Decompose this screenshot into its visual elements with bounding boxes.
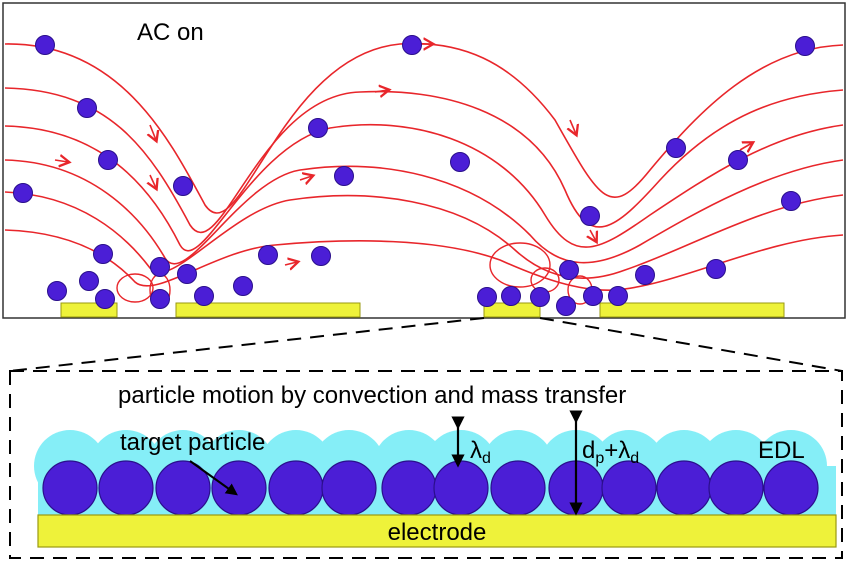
particle bbox=[173, 176, 193, 196]
particle bbox=[79, 271, 99, 291]
flow-arrow bbox=[739, 143, 752, 150]
streamline bbox=[4, 87, 844, 234]
flow-arrow bbox=[299, 176, 312, 180]
streamline bbox=[4, 42, 844, 214]
flow-arrow bbox=[590, 229, 596, 241]
particle bbox=[795, 36, 815, 56]
top-panel: AC on bbox=[2, 2, 846, 319]
target-particle bbox=[433, 460, 489, 516]
particle bbox=[311, 246, 331, 266]
streamline bbox=[4, 123, 844, 252]
zoom-connector bbox=[9, 317, 843, 372]
flow-arrow bbox=[54, 160, 68, 162]
vortex-loop bbox=[489, 242, 551, 288]
streamline bbox=[4, 159, 844, 265]
target-particle bbox=[601, 460, 657, 516]
target-particle bbox=[42, 460, 98, 516]
particle bbox=[308, 118, 328, 138]
particle bbox=[95, 289, 115, 309]
particle bbox=[501, 286, 521, 306]
particle bbox=[150, 289, 170, 309]
particle bbox=[233, 276, 253, 296]
target-particle bbox=[98, 460, 154, 516]
top-electrodes bbox=[60, 302, 785, 318]
particle bbox=[635, 265, 655, 285]
top-panel-frame bbox=[2, 2, 846, 319]
electrode-label: electrode bbox=[388, 519, 487, 546]
particle bbox=[177, 264, 197, 284]
flow-arrow bbox=[570, 119, 576, 134]
particle bbox=[559, 260, 579, 280]
particle bbox=[583, 286, 603, 306]
particle bbox=[258, 245, 278, 265]
particle bbox=[728, 150, 748, 170]
flow-arrow bbox=[284, 262, 297, 265]
edl-label: EDL bbox=[758, 437, 805, 464]
particle bbox=[98, 150, 118, 170]
target-particle bbox=[321, 460, 377, 516]
target-particle bbox=[708, 460, 764, 516]
target-particle bbox=[763, 460, 819, 516]
zoom-line-right bbox=[539, 317, 843, 372]
target-particle-label: target particle bbox=[120, 429, 265, 456]
target-particle bbox=[656, 460, 712, 516]
target-particle bbox=[268, 460, 324, 516]
target-particle-arrow bbox=[189, 460, 238, 496]
particle bbox=[35, 35, 55, 55]
particle bbox=[666, 138, 686, 158]
particle bbox=[706, 259, 726, 279]
zoom-panel-frame bbox=[9, 370, 843, 559]
particle bbox=[530, 287, 550, 307]
particle bbox=[402, 35, 422, 55]
particle bbox=[93, 244, 113, 264]
particle bbox=[13, 183, 33, 203]
streamline bbox=[4, 229, 844, 291]
target-particle bbox=[381, 460, 437, 516]
particle bbox=[150, 257, 170, 277]
zoom-line-left bbox=[9, 317, 485, 372]
target-particle bbox=[490, 460, 546, 516]
particle bbox=[608, 286, 628, 306]
top-particles bbox=[13, 35, 815, 316]
electrode-bar bbox=[37, 514, 837, 548]
streamline bbox=[4, 191, 844, 279]
particle bbox=[580, 206, 600, 226]
flow-arrow bbox=[150, 124, 156, 140]
top-electrode bbox=[599, 302, 785, 318]
ac-on-title: AC on bbox=[137, 19, 204, 46]
flow-arrow bbox=[374, 90, 388, 92]
particle-height-label: dp+λd bbox=[582, 437, 639, 467]
zoom-caption: particle motion by convection and mass t… bbox=[118, 382, 626, 409]
zoom-panel: electrode particle motion by convection … bbox=[9, 370, 843, 559]
particle bbox=[450, 152, 470, 172]
debye-length-label: λd bbox=[470, 437, 491, 467]
top-electrode bbox=[175, 302, 361, 318]
particle bbox=[781, 191, 801, 211]
particle bbox=[334, 166, 354, 186]
target-particle bbox=[211, 460, 267, 516]
particle bbox=[47, 281, 67, 301]
vortex-loop bbox=[116, 273, 154, 303]
flow-arrow bbox=[150, 174, 156, 188]
particle bbox=[477, 287, 497, 307]
particle bbox=[194, 286, 214, 306]
particle bbox=[77, 98, 97, 118]
particle bbox=[556, 296, 576, 316]
